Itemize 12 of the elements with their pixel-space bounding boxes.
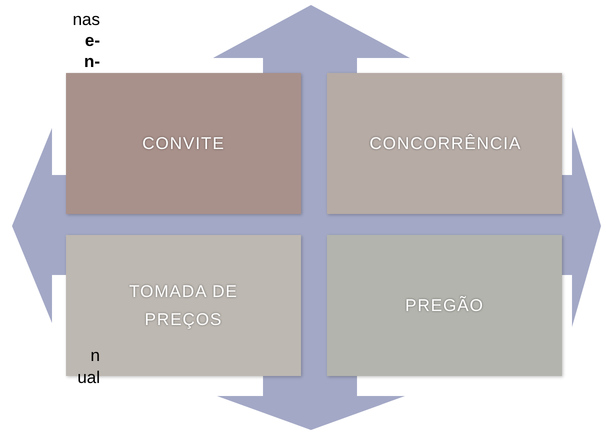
text-fragment: n xyxy=(90,346,100,366)
category-label: PREGÃO xyxy=(405,294,484,316)
text-fragment: e- xyxy=(84,31,100,51)
category-box xyxy=(66,73,301,214)
text-fragment: nas xyxy=(72,10,100,30)
category-box xyxy=(327,73,562,214)
category-label: CONVITE xyxy=(142,132,225,154)
category-label: TOMADA DE PREÇOS xyxy=(128,280,239,331)
category-label: CONCORRÊNCIA xyxy=(370,132,520,154)
text-fragment: ual xyxy=(77,368,100,388)
text-fragment: n- xyxy=(84,52,100,72)
category-box xyxy=(327,235,562,376)
